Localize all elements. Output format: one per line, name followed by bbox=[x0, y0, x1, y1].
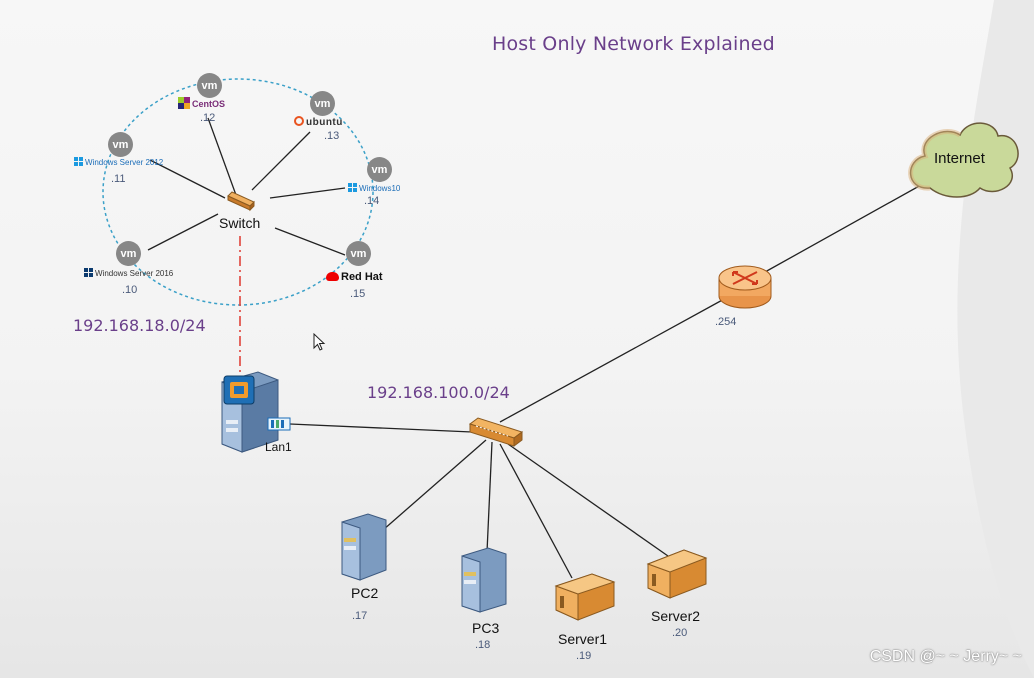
vm-badge-centos[interactable]: vm bbox=[197, 73, 222, 98]
internet-cloud-icon bbox=[908, 122, 1019, 198]
vm-badge-win10[interactable]: vm bbox=[367, 157, 392, 182]
link-centos bbox=[207, 117, 237, 196]
device-name-pc3: PC3 bbox=[472, 620, 500, 636]
lan-switch-icon bbox=[468, 417, 524, 447]
switch-icon bbox=[227, 191, 255, 212]
nic-icon bbox=[267, 417, 291, 431]
os-label-ws2012: Windows Server 2012 bbox=[74, 157, 163, 167]
ip-ws2012: .11 bbox=[111, 173, 126, 185]
pc3-tower-icon bbox=[461, 547, 507, 613]
vm-badge-ubuntu[interactable]: vm bbox=[310, 91, 335, 116]
router-icon bbox=[718, 265, 772, 309]
server1-icon bbox=[554, 573, 616, 621]
link-pc2 bbox=[382, 439, 487, 531]
os-label-ubuntu: ubuntu bbox=[294, 116, 343, 128]
device-ip-pc2: .17 bbox=[352, 610, 368, 622]
device-name-server1: Server1 bbox=[558, 631, 608, 647]
ip-centos: .12 bbox=[200, 112, 216, 124]
windows-logo-icon bbox=[84, 268, 93, 277]
ubuntu-logo-icon bbox=[294, 116, 304, 126]
vm-badge-redhat[interactable]: vm bbox=[346, 241, 371, 266]
switch-label: Switch bbox=[219, 215, 261, 231]
lan-subnet-label: 192.168.100.0/24 bbox=[367, 383, 510, 402]
mouse-cursor-icon bbox=[313, 333, 326, 351]
server2-icon bbox=[646, 549, 708, 599]
device-ip-server2: .20 bbox=[672, 627, 688, 639]
host-server-icon bbox=[221, 371, 279, 453]
nic-label-lan1: Lan1 bbox=[265, 440, 292, 454]
redhat-logo-icon bbox=[326, 272, 339, 281]
page-title: Host Only Network Explained bbox=[492, 33, 775, 55]
link-ws2016 bbox=[147, 213, 219, 251]
internet-label: Internet bbox=[934, 150, 985, 167]
host-only-subnet-label: 192.168.18.0/24 bbox=[73, 316, 206, 335]
link-server2 bbox=[507, 443, 669, 557]
pc2-tower-icon bbox=[341, 513, 387, 581]
windows-logo-icon bbox=[74, 157, 83, 166]
link-redhat bbox=[274, 227, 346, 256]
router-ip: .254 bbox=[715, 316, 737, 328]
centos-logo-icon bbox=[178, 97, 190, 109]
link-pc3 bbox=[486, 441, 493, 553]
ip-ubuntu: .13 bbox=[324, 130, 340, 142]
link-server1 bbox=[499, 443, 573, 579]
os-label-win10: Windows10 bbox=[348, 183, 400, 193]
host-only-ring bbox=[102, 78, 374, 306]
ip-redhat: .15 bbox=[350, 288, 366, 300]
link-lan1 bbox=[289, 423, 473, 433]
os-label-ws2016: Windows Server 2016 bbox=[84, 268, 173, 278]
os-label-redhat: Red Hat bbox=[326, 271, 383, 283]
device-ip-pc3: .18 bbox=[475, 639, 491, 651]
vm-badge-ws2012[interactable]: vm bbox=[108, 132, 133, 157]
device-ip-server1: .19 bbox=[576, 650, 592, 662]
link-internet bbox=[764, 179, 931, 273]
link-ubuntu bbox=[251, 131, 311, 191]
device-name-pc2: PC2 bbox=[351, 585, 379, 601]
device-name-server2: Server2 bbox=[651, 608, 701, 624]
windows-logo-icon bbox=[348, 183, 357, 192]
vm-badge-ws2016[interactable]: vm bbox=[116, 241, 141, 266]
link-win10 bbox=[269, 187, 346, 199]
ip-ws2016: .10 bbox=[122, 284, 138, 296]
link-ws2012 bbox=[149, 159, 226, 199]
link-router bbox=[499, 297, 727, 423]
os-label-centos: CentOS bbox=[178, 97, 225, 109]
watermark: CSDN @~ ~ Jerry~ ~ bbox=[869, 648, 1022, 665]
ip-win10: .14 bbox=[364, 195, 380, 207]
